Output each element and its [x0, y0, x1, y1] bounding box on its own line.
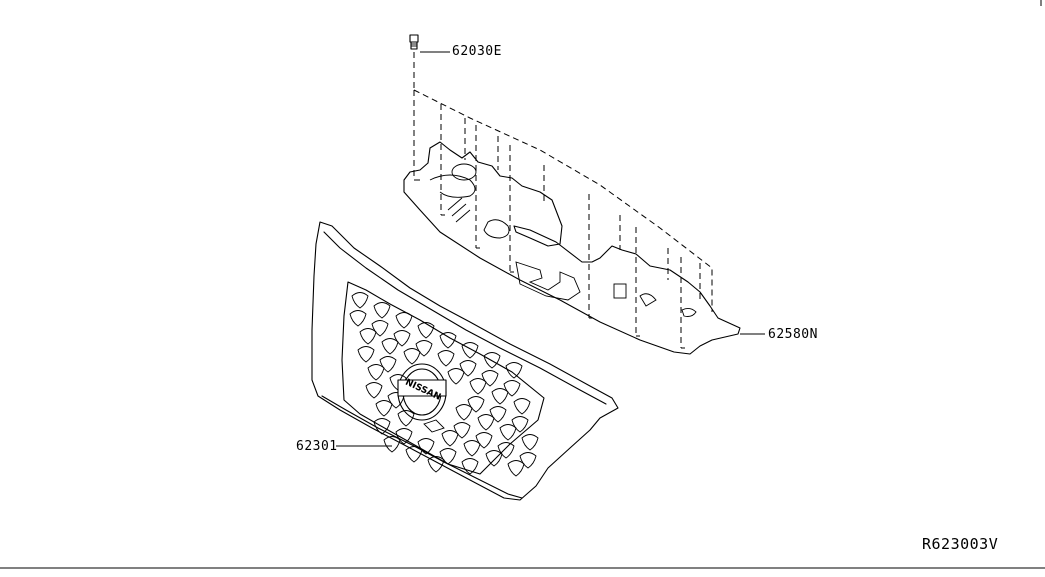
- mesh-cell: [373, 302, 391, 319]
- mesh-cell: [499, 424, 517, 441]
- mesh-cell: [415, 340, 433, 357]
- upper-cover-panel[interactable]: [403, 141, 741, 355]
- mesh-cell: [393, 330, 411, 347]
- mesh-cell: [483, 352, 501, 369]
- mesh-cell: [455, 404, 473, 421]
- mesh-cell: [475, 432, 493, 449]
- mesh-cell: [439, 332, 457, 349]
- mesh-cell: [503, 380, 521, 397]
- mesh-cell: [467, 396, 485, 413]
- grille-mesh-pattern: [349, 292, 539, 477]
- mesh-cell: [521, 434, 539, 451]
- mesh-cell: [519, 452, 537, 469]
- mesh-cell: [491, 388, 509, 405]
- mesh-cell: [437, 350, 455, 367]
- mesh-cell: [395, 312, 413, 329]
- nissan-emblem: NISSAN: [397, 363, 447, 433]
- mesh-cell: [379, 356, 397, 373]
- mesh-cell: [381, 338, 399, 355]
- mesh-cell: [485, 450, 503, 467]
- mesh-cell: [383, 436, 401, 453]
- mesh-cell: [357, 346, 375, 363]
- part-label-62301[interactable]: 62301: [296, 439, 338, 454]
- mesh-cell: [367, 364, 385, 381]
- mesh-cell: [441, 430, 459, 447]
- mesh-cell: [489, 406, 507, 423]
- part-label-62030e[interactable]: 62030E: [452, 44, 502, 59]
- mesh-cell: [375, 400, 393, 417]
- mesh-cell: [371, 320, 389, 337]
- mesh-cell: [459, 360, 477, 377]
- mesh-cell: [447, 368, 465, 385]
- mesh-cell: [405, 446, 423, 463]
- mesh-cell: [373, 418, 391, 435]
- mesh-cell: [351, 292, 369, 309]
- mesh-cell: [511, 416, 529, 433]
- mesh-cell: [461, 458, 479, 475]
- mesh-cell: [461, 342, 479, 359]
- mesh-cell: [417, 322, 435, 339]
- mesh-cell: [403, 348, 421, 365]
- mesh-cell: [453, 422, 471, 439]
- mesh-cell: [505, 362, 523, 379]
- mesh-cell: [507, 460, 525, 477]
- assembly-guide-lines: [413, 89, 713, 348]
- clip-fastener[interactable]: [409, 34, 419, 90]
- mesh-cell: [463, 440, 481, 457]
- part-label-62580n[interactable]: 62580N: [768, 327, 818, 342]
- mesh-cell: [497, 442, 515, 459]
- mesh-cell: [469, 378, 487, 395]
- mesh-cell: [359, 328, 377, 345]
- mesh-cell: [481, 370, 499, 387]
- mesh-cell: [349, 310, 367, 327]
- mesh-cell: [477, 414, 495, 431]
- mesh-cell: [365, 382, 383, 399]
- mesh-cell: [513, 398, 531, 415]
- mesh-cell: [427, 456, 445, 473]
- diagram-code: R623003V: [922, 535, 999, 553]
- mesh-cell: [397, 410, 415, 427]
